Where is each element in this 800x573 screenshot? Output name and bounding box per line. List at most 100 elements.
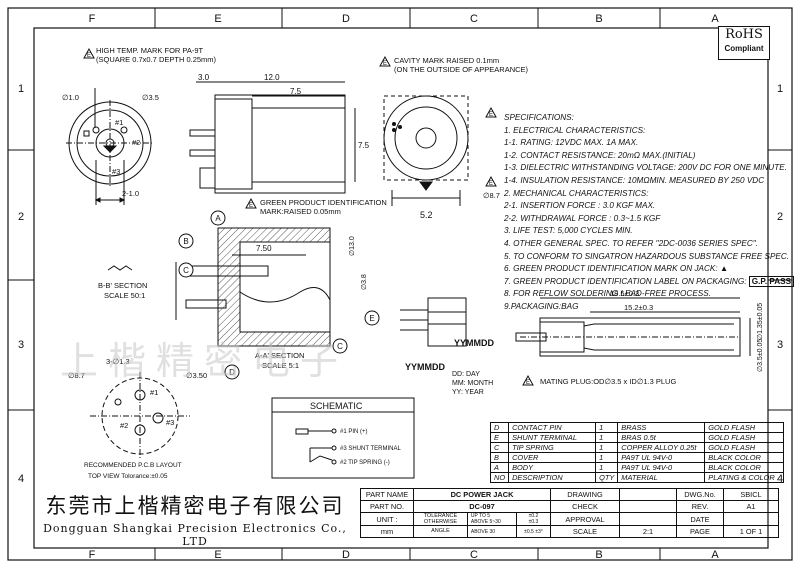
part-no-value: DC-097 <box>413 500 551 513</box>
dim-3-0: 3.0 <box>198 73 210 82</box>
drawing-value <box>619 488 677 501</box>
scale-label: SCALE <box>550 525 620 538</box>
col-label-b-bottom: B <box>595 549 602 561</box>
schematic-box <box>271 397 415 479</box>
bom-cell: A <box>489 462 510 473</box>
date-code-yy: YY: YEAR <box>452 389 484 396</box>
watermark: 上楷精密电子 <box>60 339 349 383</box>
date-label: DATE <box>676 512 724 526</box>
bom-header-cell: MATERIAL <box>617 472 706 483</box>
dim-18-5: 18.5±0.3 <box>610 289 639 298</box>
spec-line: 8. FOR REFLOW SOLDERING LEAD-FREE PROCES… <box>504 289 711 299</box>
bom-row: A BODY 1 PA9T UL 94V-0 BLACK COLOR <box>489 462 785 473</box>
section-bb-title: B-B' SECTION <box>98 281 147 290</box>
col-label-f-bottom: F <box>89 549 96 561</box>
bom-header-cell: DESCRIPTION <box>508 472 597 483</box>
front-view <box>66 88 154 205</box>
cavity-mark-note-2: (ON THE OUTSIDE OF APPEARANCE) <box>394 65 529 74</box>
bom-cell: 1 <box>595 442 619 453</box>
angle-label: ANGLE <box>413 525 468 538</box>
bom-header-cell: PLATING & COLOR <box>704 472 785 483</box>
mating-plug-view <box>515 297 751 357</box>
dim-5-2: 5.2 <box>420 210 433 220</box>
pcb-layout-view <box>90 372 190 460</box>
dim-dia-1-35: ∅1.35±0.05 <box>757 303 764 340</box>
triangle-mark-icon: ▲ <box>719 264 729 274</box>
spec-line: 1-2. CONTACT RESISTANCE: 20mΩ MAX.(INITI… <box>504 150 696 160</box>
cavity-mark-note: CAVITY MARK RAISED 0.1mm <box>394 56 499 65</box>
col-label-d-bottom: D <box>342 549 350 561</box>
svg-text:D: D <box>229 368 235 377</box>
tol-value: ±0.5 <box>524 528 534 535</box>
pcb-pin-3: #3 <box>166 418 174 427</box>
dim-pcb-dia-3-5: ∅3.50 <box>186 371 207 380</box>
dim-7-5-v: 7.5 <box>358 141 370 150</box>
dim-dia-3-5-plug: ∅3.5±0.05 <box>757 339 764 372</box>
section-aa-view <box>175 227 331 347</box>
drawing-label: DRAWING <box>550 488 620 501</box>
row-label-2-right: 2 <box>777 211 783 223</box>
pcb-pin-2: #2 <box>120 421 128 430</box>
title-row: mm ANGLE ABOVE 30 ±0.5 ±3° SCALE 2:1 PAG… <box>360 525 779 538</box>
row-label-3-right: 3 <box>777 339 783 351</box>
schematic-title: SCHEMATIC <box>310 401 363 411</box>
rohs-badge: RoHS Compliant <box>718 26 770 60</box>
inner-border <box>33 27 769 549</box>
unit-value: mm <box>360 525 414 538</box>
rear-view <box>383 95 469 206</box>
scale-value: 2:1 <box>619 525 677 538</box>
part-name-value: DC POWER JACK <box>413 488 551 501</box>
dim-hole-dia: ∅1.0 <box>62 93 79 102</box>
mating-plug-labels: 18.5±0.3 15.2±0.3 ∅1.35±0.05 ∅3.5±0.05 M… <box>540 289 764 386</box>
col-label-c: C <box>470 13 478 25</box>
dim-15-2: 15.2±0.3 <box>624 303 653 312</box>
tolerance-values: ±0.2±0.3 <box>515 512 552 526</box>
bb-section-symbol <box>107 265 133 271</box>
spec-line: 9.PACKAGING:BAG <box>504 301 579 311</box>
col-label-d: D <box>342 13 350 25</box>
svg-text:A: A <box>215 214 221 223</box>
bom-row: B COVER 1 PA9T UL 94V-0 BLACK COLOR <box>489 452 785 463</box>
warning-marker-e2: E E E <box>245 55 497 209</box>
rohs-label: RoHS <box>725 27 763 42</box>
section-bb-scale: SCALE 50:1 <box>104 291 145 300</box>
row-label-1: 1 <box>18 83 24 95</box>
title-block: PART NAME DC POWER JACK DRAWING DWG.No. … <box>360 488 779 538</box>
dim-3-holes: 3-∅1.3 <box>106 357 130 366</box>
bom-row: D CONTACT PIN 1 BRASS GOLD FLASH <box>489 422 785 433</box>
dim-7-50: 7.50 <box>256 244 272 253</box>
bom-cell: 1 <box>595 452 619 463</box>
title-row: PART NAME DC POWER JACK DRAWING DWG.No. … <box>360 488 779 501</box>
tol-range: UP TO 5 <box>470 513 491 519</box>
dwg-no-value: SBICL <box>723 488 779 501</box>
date-value <box>723 512 779 526</box>
bom-cell: BRAS 0.5t <box>617 432 706 443</box>
page-label: PAGE <box>676 525 724 538</box>
tol-range: ABOVE 5~30 <box>470 519 501 525</box>
svg-text:B: B <box>183 237 188 246</box>
dwg-no-label: DWG.No. <box>676 488 724 501</box>
svg-text:E: E <box>249 203 253 209</box>
dim-pin-spacing: 2-1.0 <box>122 189 139 198</box>
dim-7-5-h: 7.5 <box>290 87 302 96</box>
pcb-layout-labels: 3-∅1.3 ∅8.7 ∅3.50 #1 #2 #3 RECOMMENDED P… <box>68 357 207 480</box>
schematic-pin2: #2 TIP SPRING (-) <box>340 460 390 466</box>
spec-line: 7. GREEN PRODUCT IDENTIFICATION LABEL ON… <box>504 275 795 289</box>
dim-pin-dia: ∅3.5 <box>142 93 159 102</box>
warning-marker-e3: E E <box>485 106 534 386</box>
spec-line: 1. ELECTRICAL CHARACTERISTICS: <box>504 125 646 135</box>
bottom-view <box>400 297 467 347</box>
bill-of-materials: D CONTACT PIN 1 BRASS GOLD FLASH E SHUNT… <box>489 422 785 483</box>
col-label-a: A <box>711 13 719 25</box>
col-label-a-bottom: A <box>711 549 719 561</box>
rev-value: A1 <box>723 500 779 513</box>
bom-cell: PA9T UL 94V-0 <box>617 462 706 473</box>
section-aa-labels: GREEN PRODUCT IDENTIFICATION MARK:RAISED… <box>98 198 387 370</box>
svg-text:E: E <box>369 314 374 323</box>
dim-pcb-dia-8-7: ∅8.7 <box>68 371 85 380</box>
spec-line: 2-1. INSERTION FORCE : 3.0 KGF MAX. <box>504 201 656 211</box>
dim-dia-8-7: ∅8.7 <box>483 191 500 200</box>
section-aa-scale: SCALE 5:1 <box>262 361 299 370</box>
row-label-3: 3 <box>18 339 24 351</box>
